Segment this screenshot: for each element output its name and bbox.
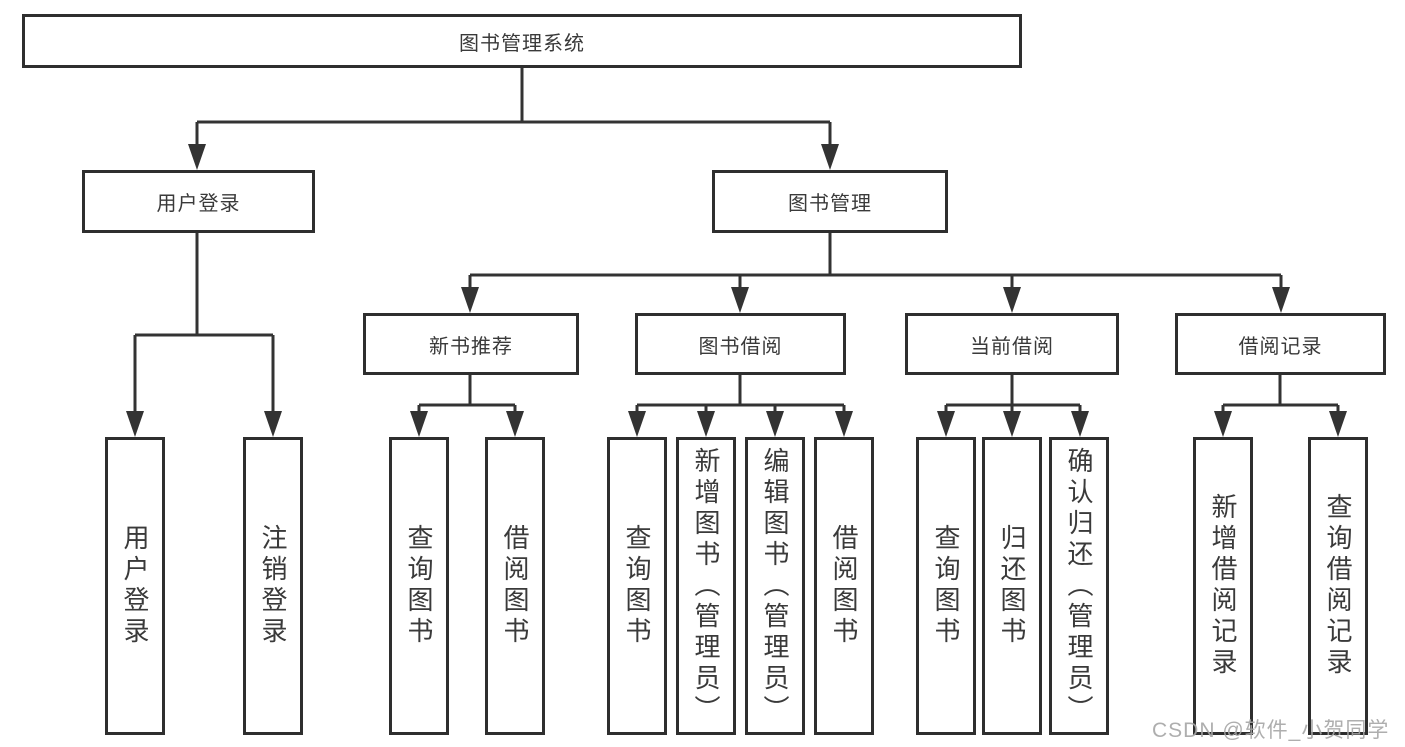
leaf-query-book-2: 查询图书 [607, 437, 667, 735]
node-borrow-records: 借阅记录 [1175, 313, 1386, 375]
node-user-login-branch: 用户登录 [82, 170, 315, 233]
leaf-query-borrow-record: 查询借阅记录 [1308, 437, 1368, 735]
leaf-borrow-book-1: 借阅图书 [485, 437, 545, 735]
arrowhead-icons [126, 144, 1347, 437]
node-root-system: 图书管理系统 [22, 14, 1022, 68]
leaf-confirm-return-admin: 确认归还（管理员） [1049, 437, 1109, 735]
csdn-watermark: CSDN @软件_小贺同学 [1152, 719, 1390, 742]
leaf-borrow-book-2: 借阅图书 [814, 437, 874, 735]
leaf-edit-book-admin: 编辑图书（管理员） [745, 437, 805, 735]
leaf-query-book-1: 查询图书 [389, 437, 449, 735]
node-new-book-recommend: 新书推荐 [363, 313, 579, 375]
leaf-logout: 注销登录 [243, 437, 303, 735]
node-current-borrow: 当前借阅 [905, 313, 1119, 375]
leaf-add-book-admin: 新增图书（管理员） [676, 437, 736, 735]
leaf-user-login: 用户登录 [105, 437, 165, 735]
node-book-borrow: 图书借阅 [635, 313, 846, 375]
leaf-return-book: 归还图书 [982, 437, 1042, 735]
leaf-add-borrow-record: 新增借阅记录 [1193, 437, 1253, 735]
leaf-query-book-3: 查询图书 [916, 437, 976, 735]
node-book-management-branch: 图书管理 [712, 170, 948, 233]
